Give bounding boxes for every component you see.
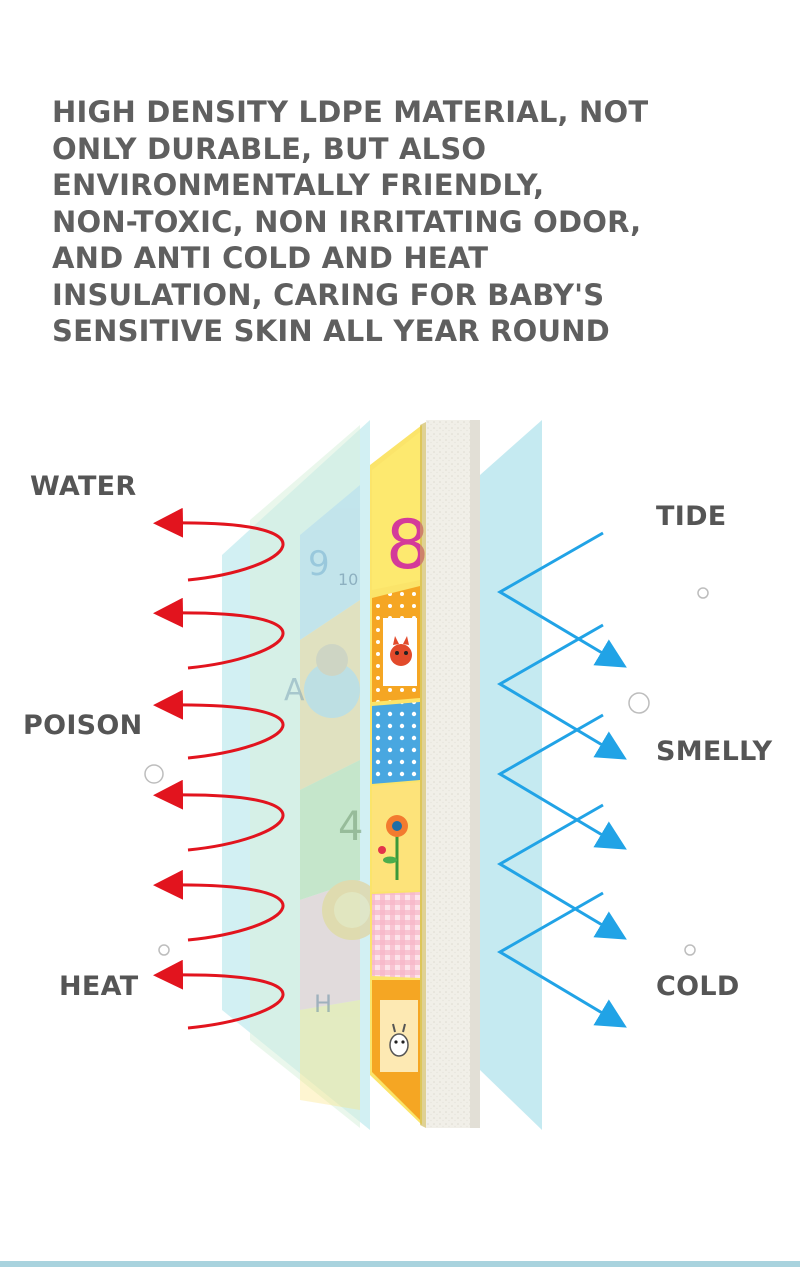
headline-line: INSULATION, CARING FOR BABY'S — [52, 277, 605, 312]
faded-numeral: 10 — [338, 570, 358, 589]
giraffe-icon — [389, 1023, 409, 1057]
faded-numeral: 9 — [308, 544, 330, 584]
right-film-layer — [480, 420, 542, 1130]
red-arrow-icon — [153, 597, 285, 670]
left-film-layer: 9 10 A 4 H — [222, 420, 382, 1130]
printed-mat-layer: 8 — [370, 422, 429, 1128]
blue-arrows — [497, 531, 627, 1028]
red-arrow-icon — [153, 959, 285, 1030]
blue-arrow-icon — [497, 531, 627, 668]
red-arrow-icon — [153, 689, 285, 760]
blue-arrow-icon — [497, 891, 627, 1028]
headline: HIGH DENSITY LDPE MATERIAL, NOT ONLY DUR… — [52, 94, 752, 350]
flower-icon — [378, 815, 408, 880]
headline-line: AND ANTI COLD AND HEAT — [52, 241, 489, 275]
label-heat: HEAT — [59, 971, 139, 1002]
bubble-icon — [628, 692, 650, 714]
label-smelly: SMELLY — [656, 736, 773, 767]
faded-letter: H — [314, 990, 332, 1018]
faded-numeral: 4 — [338, 804, 363, 850]
red-arrow-icon — [153, 507, 285, 582]
headline-line: SENSITIVE SKIN ALL YEAR ROUND — [52, 314, 610, 348]
bubbles — [144, 587, 709, 956]
red-arrow-icon — [153, 869, 285, 942]
headline-line: ENVIRONMENTALLY FRIENDLY, — [52, 168, 545, 202]
bubble-icon — [697, 587, 709, 599]
red-arrow-icon — [153, 779, 285, 852]
headline-line: HIGH DENSITY LDPE MATERIAL, NOT — [52, 95, 649, 129]
label-water: WATER — [30, 471, 137, 502]
bottom-bar — [0, 1261, 800, 1267]
faded-letter: A — [284, 673, 305, 708]
label-tide: TIDE — [656, 501, 727, 532]
foam-core-layer — [426, 420, 480, 1128]
bubble-icon — [144, 764, 164, 784]
label-poison: POISON — [23, 710, 143, 741]
bubble-icon — [684, 944, 696, 956]
bubble-icon — [158, 944, 170, 956]
headline-line: ONLY DURABLE, BUT ALSO — [52, 131, 487, 166]
fox-icon — [390, 636, 412, 666]
headline-line: NON-TOXIC, NON IRRITATING ODOR, — [52, 204, 642, 239]
label-cold: COLD — [656, 971, 740, 1002]
red-arrows — [153, 507, 285, 1030]
